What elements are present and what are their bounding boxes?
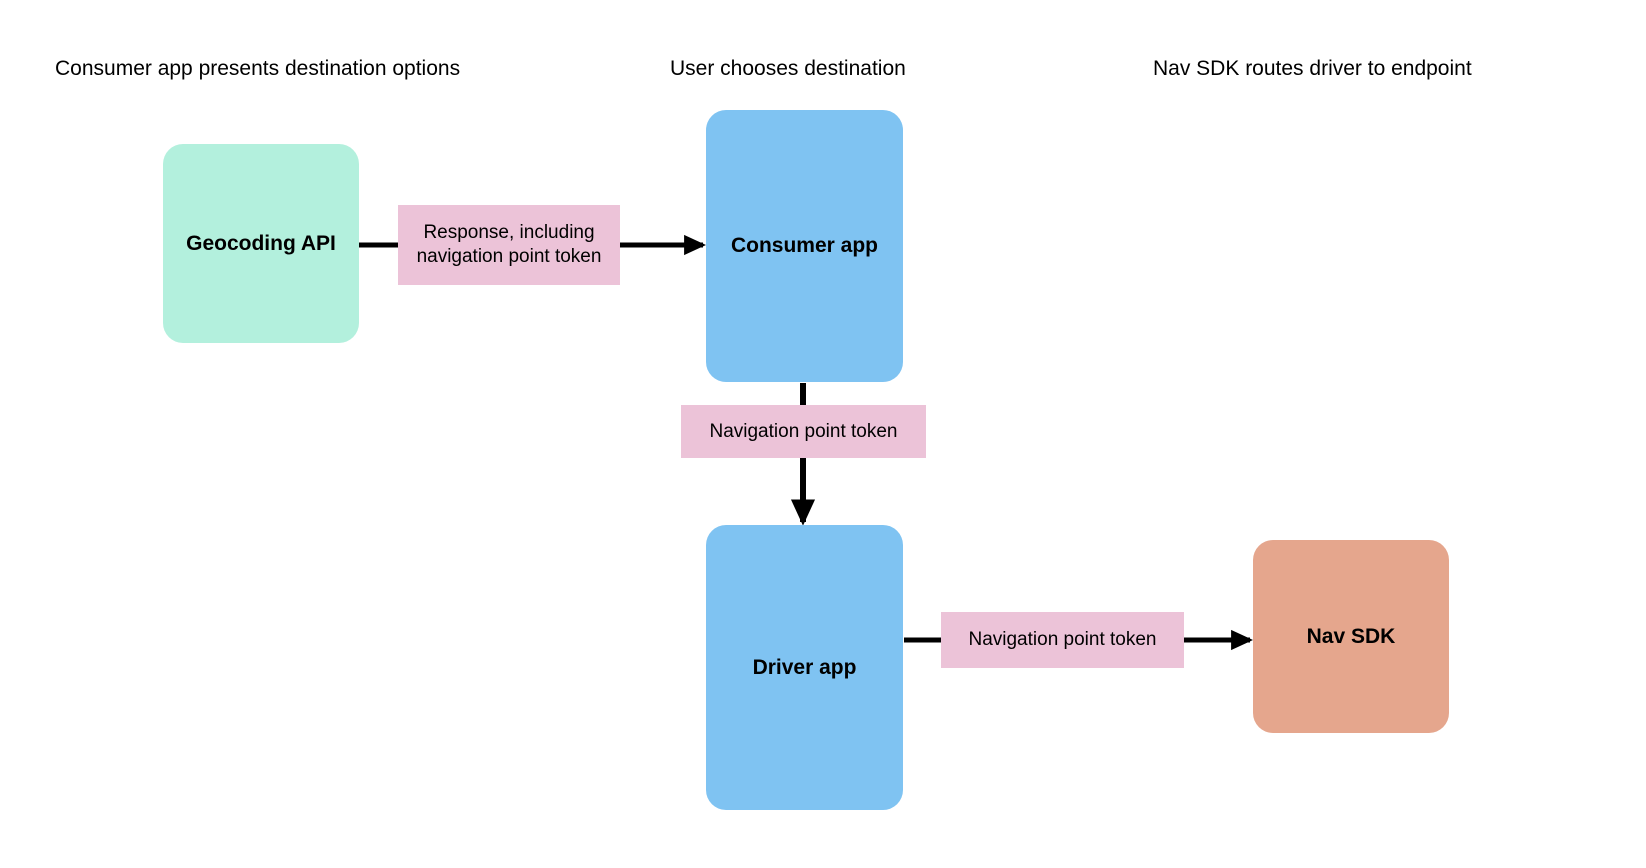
node-nav-sdk[interactable]: Nav SDK xyxy=(1253,540,1449,733)
node-consumer-app[interactable]: Consumer app xyxy=(706,110,903,382)
edge-label-response-including-navigation-point-token-text: Response, including navigation point tok… xyxy=(416,222,602,267)
edge-label-navigation-point-token-driver-to-navsdk: Navigation point token xyxy=(941,612,1184,668)
edge-label-navigation-point-token-driver-to-navsdk-text: Navigation point token xyxy=(968,629,1157,650)
node-driver-app-label: Driver app xyxy=(752,655,857,679)
node-consumer-app-label: Consumer app xyxy=(730,234,879,257)
node-geocoding-api-label: Geocoding API xyxy=(186,231,336,255)
edge-label-navigation-point-token-consumer-to-driver-text: Navigation point token xyxy=(709,420,898,442)
column-header-user-chooses-destination: User chooses destination xyxy=(670,57,906,80)
column-header-consumer-app-presents-destination-options: Consumer app presents destination option… xyxy=(55,57,461,80)
edge-label-response-including-navigation-point-token: Response, including navigation point tok… xyxy=(398,205,620,285)
node-driver-app[interactable]: Driver app xyxy=(706,525,903,810)
edge-label-navigation-point-token-consumer-to-driver: Navigation point token xyxy=(681,405,926,458)
column-header-nav-sdk-routes-driver-to-endpoint: Nav SDK routes driver to endpoint xyxy=(1153,57,1472,80)
node-nav-sdk-label: Nav SDK xyxy=(1306,624,1396,648)
node-geocoding-api[interactable]: Geocoding API xyxy=(163,144,359,343)
